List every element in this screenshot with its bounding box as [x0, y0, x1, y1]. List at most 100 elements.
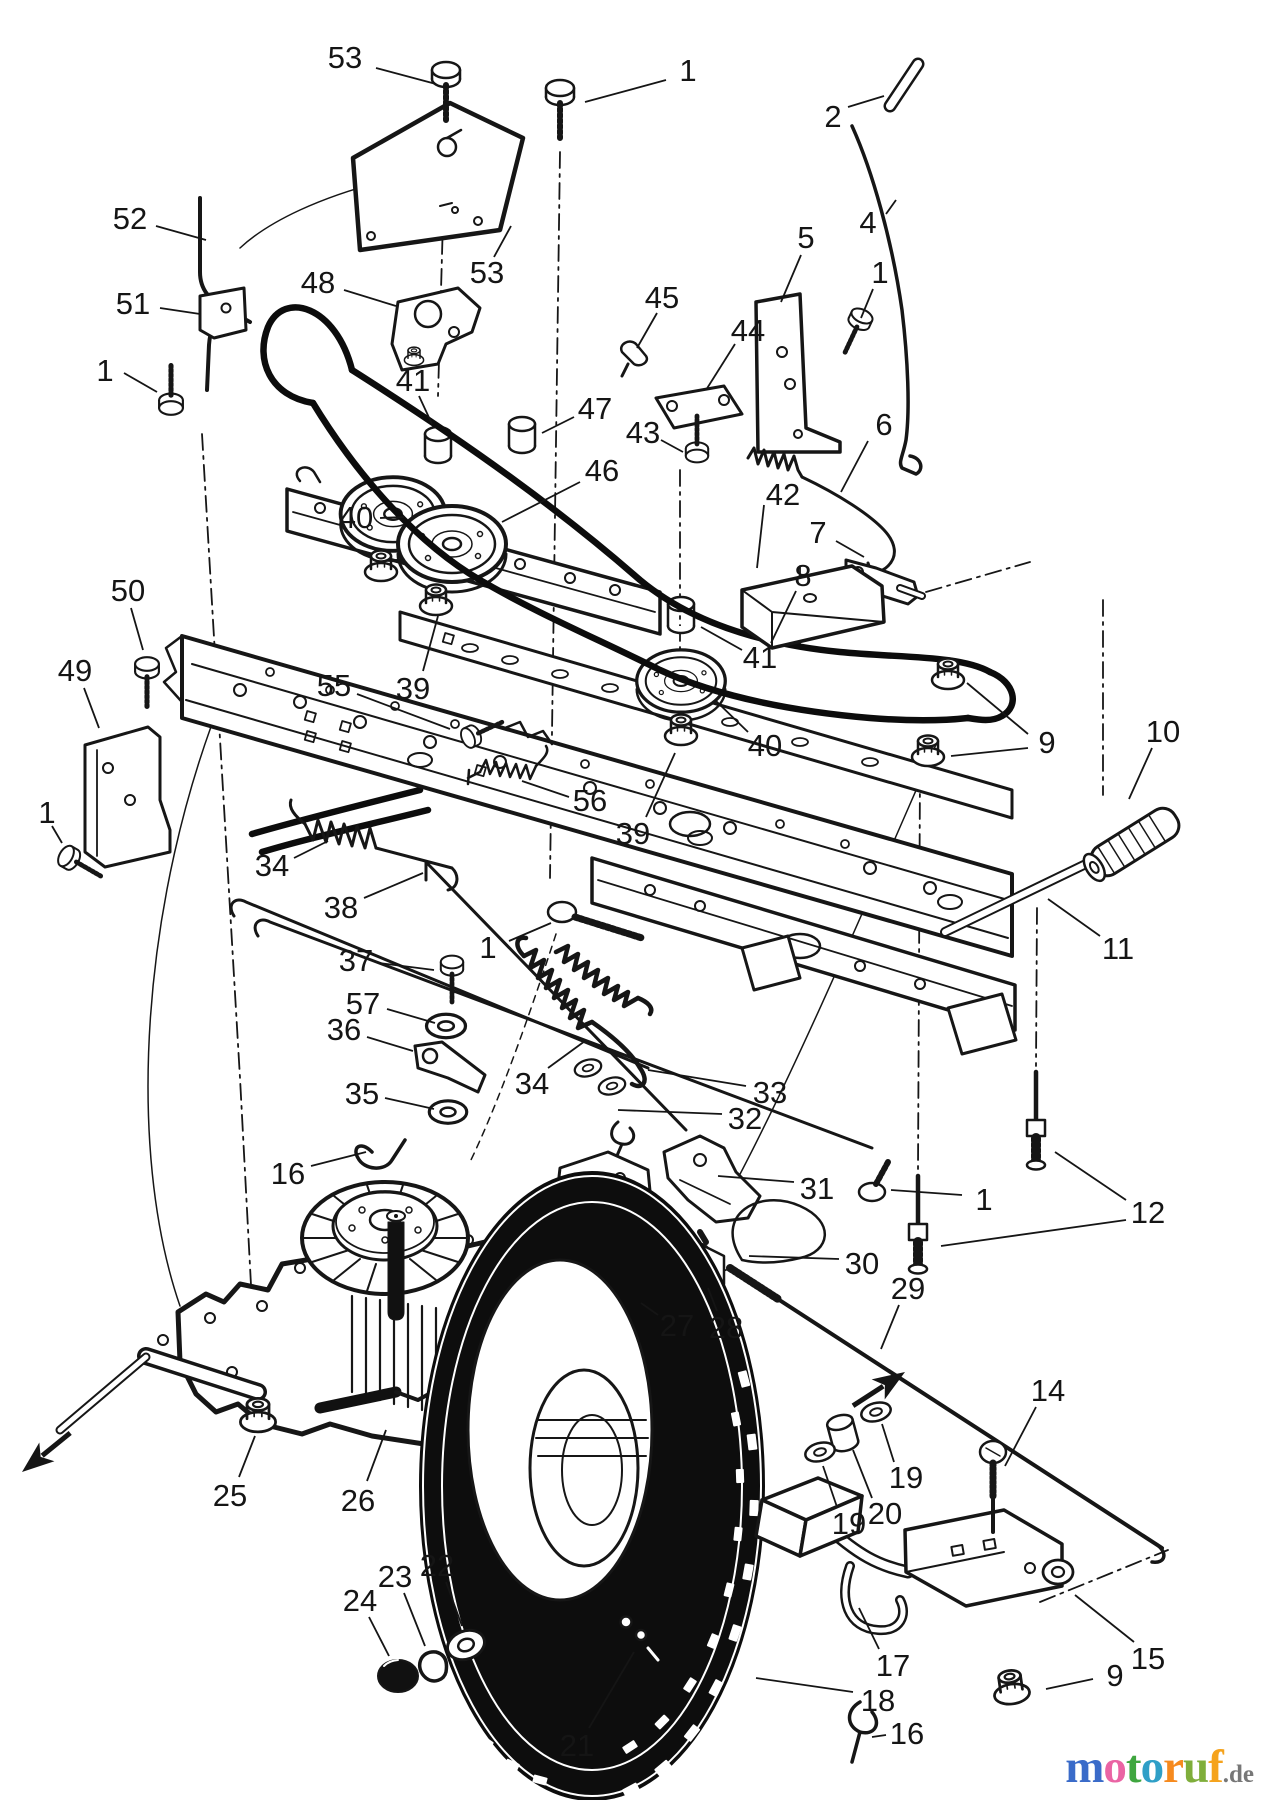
- callout-leader: [588, 1651, 635, 1729]
- callout-leader: [508, 922, 552, 942]
- callout-leader: [966, 682, 1029, 735]
- callout-label: 44: [731, 313, 765, 348]
- callout-label: 53: [328, 40, 362, 75]
- brake-pedal: [754, 1476, 1064, 1636]
- spacer-47: [507, 415, 537, 455]
- support-bracket: [754, 292, 842, 454]
- callout-leader: [717, 1175, 795, 1183]
- bolt-37: [441, 956, 463, 1002]
- watermark-suffix: .de: [1222, 1761, 1254, 1788]
- callout-leader: [293, 840, 329, 859]
- callout-label: 45: [645, 280, 679, 315]
- callout-label: 39: [396, 671, 430, 706]
- callout-leader: [363, 872, 424, 899]
- shaft-11: [940, 857, 1095, 937]
- callout-label: 57: [346, 986, 380, 1021]
- callout-label: 38: [324, 890, 358, 925]
- callout-label: 40: [748, 728, 782, 763]
- callout-label: 5: [797, 220, 814, 255]
- callout-leader: [375, 67, 437, 85]
- drive-belt: [248, 304, 1016, 856]
- callout-leader: [880, 1304, 900, 1350]
- callout-label: 49: [58, 653, 92, 688]
- callout-leader: [852, 1449, 873, 1499]
- callout-leader: [881, 1423, 895, 1463]
- callout-label: 8: [794, 558, 811, 593]
- callout-label: 1: [38, 795, 55, 830]
- screw-1-lower: [857, 1159, 891, 1203]
- shift-rod: [850, 124, 923, 476]
- callout-leader: [847, 95, 885, 108]
- callout-leader: [418, 395, 433, 425]
- callout-leader: [858, 1607, 880, 1650]
- spring-56: [466, 744, 549, 786]
- rod-33: [229, 898, 650, 1070]
- washer-mid-2: [595, 1073, 629, 1099]
- callout-leader: [835, 540, 865, 558]
- callout-label: 18: [861, 1683, 895, 1718]
- callout-leader: [660, 439, 684, 453]
- callout-leader: [1054, 1151, 1127, 1201]
- callout-leader: [547, 1040, 586, 1069]
- idler-arm-36: [413, 1040, 487, 1094]
- drive-rod-29: [726, 1264, 1166, 1564]
- callout-label: 1: [479, 930, 496, 965]
- callout-label: 14: [1031, 1373, 1065, 1408]
- callout-label: 34: [255, 848, 289, 883]
- watermark-letter: o: [1140, 1741, 1164, 1793]
- callout-leader: [422, 615, 439, 672]
- callout-leader: [770, 590, 797, 644]
- callout-leader: [950, 747, 1029, 757]
- direction-arrows: [22, 1372, 905, 1472]
- callout-leader: [780, 254, 802, 303]
- callout-leader: [1045, 1678, 1094, 1690]
- callout-leader: [366, 1036, 414, 1052]
- rod-direction-arrow: [851, 1372, 905, 1408]
- callout-leader: [541, 416, 575, 434]
- wire-loop-30: [731, 1199, 826, 1264]
- callout-label: 20: [868, 1496, 902, 1531]
- callout-label: 55: [317, 668, 351, 703]
- callout-label: 36: [327, 1012, 361, 1047]
- callout-label: 29: [891, 1271, 925, 1306]
- callout-leader: [445, 1581, 463, 1627]
- callout-label: 7: [809, 515, 826, 550]
- callout-leader: [755, 1677, 854, 1693]
- callout-label: 40: [339, 500, 373, 535]
- callout-label: 22: [420, 1548, 454, 1583]
- watermark-letter: r: [1163, 1741, 1184, 1793]
- callout-label: 16: [271, 1156, 305, 1191]
- bolt-1-mid: [546, 900, 646, 942]
- callout-label: 23: [378, 1559, 412, 1594]
- callout-leader: [940, 1219, 1127, 1247]
- callout-leader: [343, 289, 397, 307]
- callout-label: 30: [845, 1246, 879, 1281]
- plug-bolt-12-upper: [1027, 1072, 1045, 1170]
- grip-10: [1082, 806, 1181, 883]
- callout-leader: [840, 440, 869, 493]
- callout-label: 39: [616, 816, 650, 851]
- callout-leader: [123, 372, 158, 393]
- callout-leader: [403, 1592, 426, 1647]
- callout-label: 56: [573, 783, 607, 818]
- callout-leader: [379, 516, 405, 519]
- callout-leader: [1047, 898, 1101, 937]
- bracket-screw-right: [835, 305, 875, 357]
- callout-label: 41: [743, 640, 777, 675]
- bracket-screw-left: [159, 366, 183, 415]
- callout-leader: [707, 1287, 718, 1312]
- callout-label: 15: [1131, 1641, 1165, 1676]
- axle-direction-arrow: [22, 1431, 72, 1472]
- rear-wheel: [419, 1171, 765, 1800]
- idler-bracket: [390, 286, 482, 372]
- callout-label: 1: [679, 53, 696, 88]
- callout-leader: [645, 752, 676, 818]
- callout-label: 9: [1038, 725, 1055, 760]
- callout-label: 28: [709, 1310, 743, 1345]
- screw-14: [978, 1439, 1008, 1534]
- callout-leader: [159, 307, 201, 315]
- main-frame-rail: [162, 634, 1014, 958]
- callout-label: 52: [113, 201, 147, 236]
- callout-leader: [386, 1008, 436, 1024]
